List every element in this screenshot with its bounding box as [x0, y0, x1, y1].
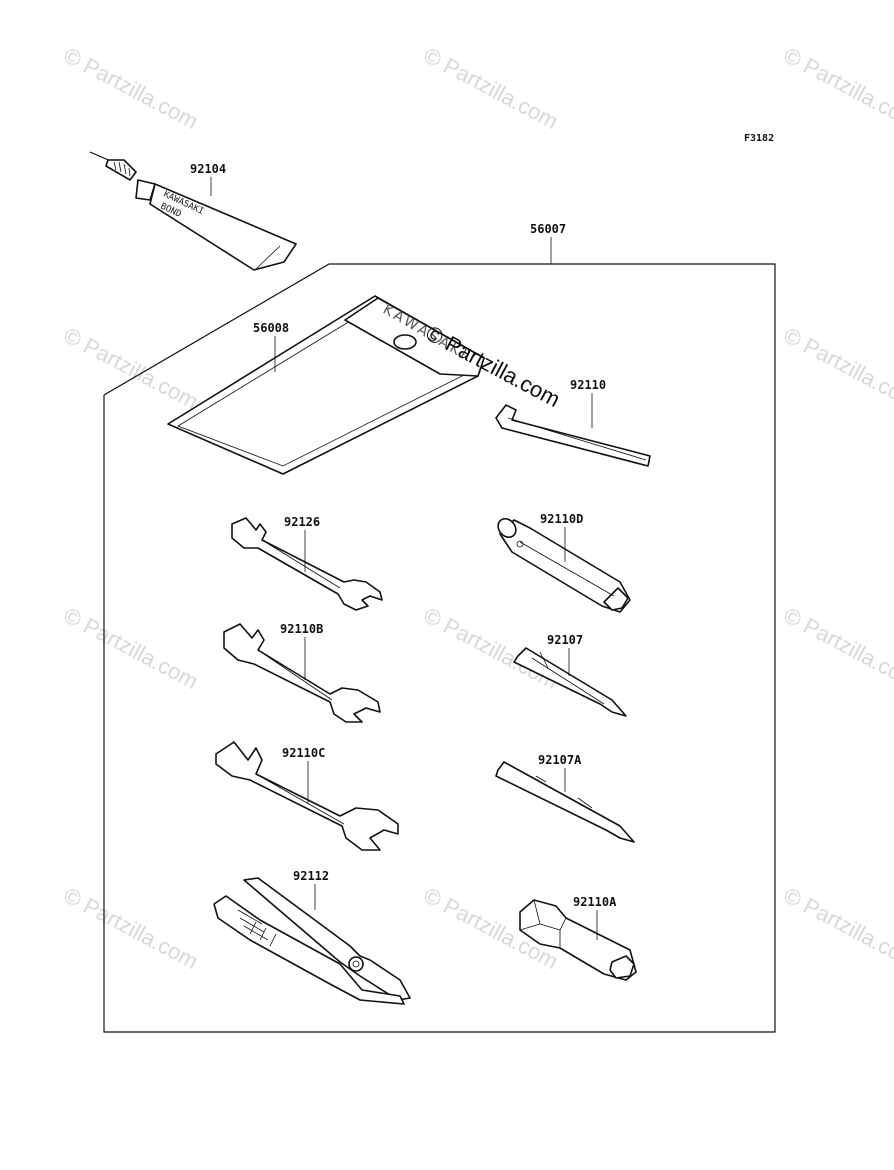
screwdriver-92107A[interactable]: [495, 761, 635, 843]
socket-92110A[interactable]: [519, 899, 637, 981]
watermark: © Partzilla.com: [60, 602, 203, 694]
watermark: © Partzilla.com: [60, 42, 203, 134]
part-label-92110D[interactable]: 92110D: [540, 512, 583, 526]
part-label-92110C[interactable]: 92110C: [282, 746, 325, 760]
part-label-56008[interactable]: 56008: [253, 321, 289, 335]
watermark: © Partzilla.com: [420, 602, 563, 694]
watermark: © Partzilla.com: [780, 42, 894, 134]
part-label-92110A[interactable]: 92110A: [573, 895, 617, 909]
figure-code: F3182: [744, 133, 774, 144]
part-label-92110[interactable]: 92110: [570, 378, 606, 392]
hex-key[interactable]: [495, 404, 651, 467]
part-label-56007[interactable]: 56007: [530, 222, 566, 236]
pliers-92112[interactable]: [213, 877, 411, 1005]
watermarks: © Partzilla.com © Partzilla.com © Partzi…: [60, 42, 894, 974]
part-label-92110B[interactable]: 92110B: [280, 622, 323, 636]
watermark: © Partzilla.com: [420, 42, 563, 134]
box-wrench-92110D[interactable]: [494, 515, 631, 613]
watermark: © Partzilla.com: [60, 322, 203, 414]
watermark: © Partzilla.com: [780, 882, 894, 974]
part-label-92104[interactable]: 92104: [190, 162, 226, 176]
screwdriver-92107[interactable]: [513, 647, 627, 717]
watermark: © Partzilla.com: [60, 882, 203, 974]
wrench-92126[interactable]: [231, 517, 383, 611]
part-label-92107A[interactable]: 92107A: [538, 753, 582, 767]
watermark: © Partzilla.com: [780, 602, 894, 694]
watermark: © Partzilla.com: [780, 322, 894, 414]
part-label-92126[interactable]: 92126: [284, 515, 320, 529]
wrench-92110C[interactable]: [215, 741, 399, 851]
wrench-92110B[interactable]: [223, 623, 381, 723]
part-label-92107[interactable]: 92107: [547, 633, 583, 647]
part-label-92112[interactable]: 92112: [293, 869, 329, 883]
toolkit-frame: [103, 263, 776, 1033]
